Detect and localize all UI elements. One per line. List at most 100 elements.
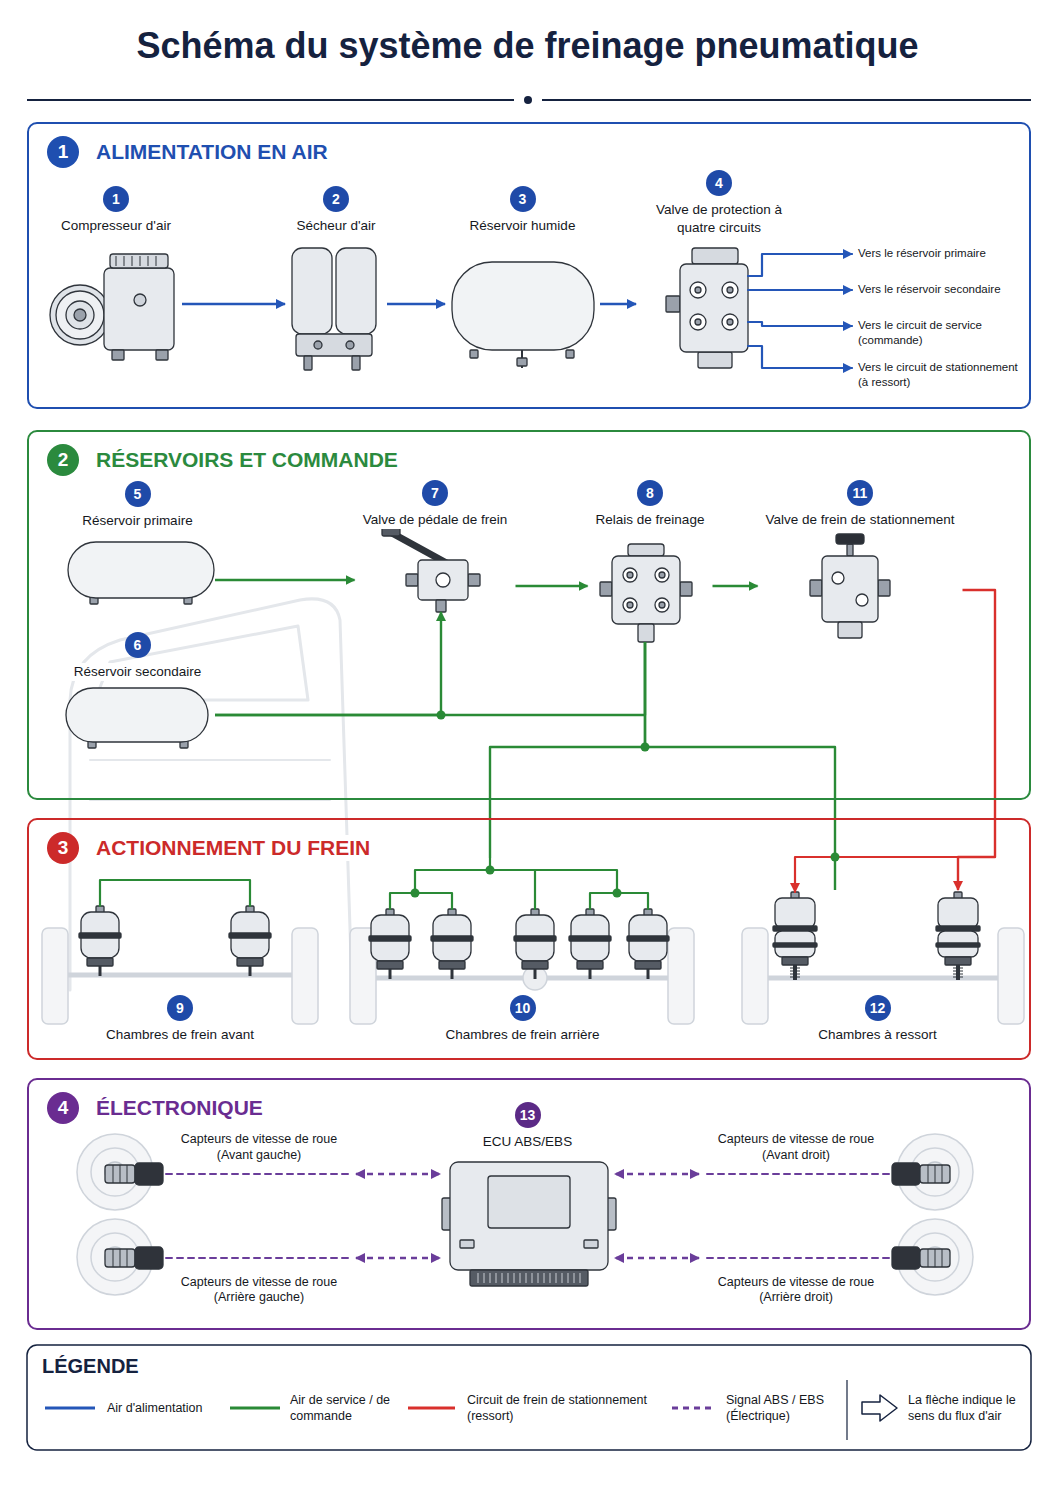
- legend-line-sample: [45, 1407, 95, 1410]
- connector-pin: [562, 1273, 563, 1283]
- rod-thread: [790, 974, 800, 975]
- brake-chamber: [229, 906, 271, 976]
- outlet-label: Vers le réservoir secondaire: [858, 282, 1028, 297]
- supply-outlet-arrow: [748, 254, 852, 276]
- chamber-mount: [237, 958, 263, 966]
- side-port: [468, 574, 480, 586]
- callout-number: 1: [103, 186, 129, 212]
- connector-pin: [520, 1273, 521, 1283]
- callout-number: 5: [125, 481, 151, 507]
- legend-text: Signal ABS / EBS (Électrique): [726, 1383, 838, 1433]
- component-label: Réservoir secondaire: [72, 663, 204, 681]
- secondary-tank: [66, 688, 208, 742]
- outlet-label: Vers le circuit de service (commande): [858, 318, 1028, 348]
- cooling-fin: [116, 256, 117, 266]
- compressor-head: [110, 254, 168, 268]
- valve-body: [418, 560, 468, 600]
- legend-text: Air de service / de commande: [290, 1383, 394, 1433]
- sensor-block: Capteurs de vitesse de roue (Avant gauch…: [69, 1128, 356, 1205]
- air-line-connector: [615, 1173, 699, 1175]
- legend-text: Air d'alimentation: [107, 1383, 225, 1433]
- connector-pin: [574, 1273, 575, 1283]
- chamber-clamp: [936, 943, 980, 947]
- component-block: 9Chambres de frein avant: [60, 870, 300, 1048]
- sensor-tip: [920, 1165, 950, 1183]
- air-dryer-drawing: [292, 248, 376, 370]
- park-valve-drawing: [810, 534, 890, 638]
- park-bottom: [838, 622, 862, 638]
- pulley-shaft: [74, 309, 86, 321]
- chamber-mount: [87, 958, 113, 966]
- section-heading: ÉLECTRONIQUE: [93, 1095, 266, 1121]
- relay-cap: [628, 544, 664, 556]
- outlet-port: [690, 282, 706, 298]
- component-block: 8Relais de freinage: [588, 476, 713, 642]
- cooling-fin: [148, 256, 149, 266]
- mount-foot: [112, 350, 124, 360]
- outlet-port: [722, 314, 738, 330]
- brake-chamber: [514, 909, 556, 979]
- title-dot: [524, 96, 532, 104]
- component-block: 3Réservoir humide: [445, 182, 600, 372]
- component-label: Réservoir humide: [468, 217, 578, 235]
- disc-hub: [925, 1247, 945, 1267]
- valve-cap: [692, 248, 738, 264]
- component-label: Sécheur d'air: [294, 217, 377, 235]
- pulley-hub: [66, 301, 94, 329]
- sensor-block: Capteurs de vitesse de roue (Arrière gau…: [69, 1218, 356, 1310]
- ecu-indicator: [460, 1240, 474, 1248]
- wheel: [742, 928, 768, 1024]
- sensor-ridge: [120, 1165, 121, 1183]
- side-port: [810, 580, 822, 596]
- sensor-ridge: [120, 1249, 121, 1267]
- component-label: Valve de frein de stationnement: [764, 511, 957, 529]
- component-label: ECU ABS/EBS: [481, 1133, 574, 1151]
- pulley-groove: [56, 291, 104, 339]
- rod-thread: [790, 977, 800, 978]
- component-block: 12Chambres à ressort: [755, 890, 1000, 1048]
- rear-distribution: [390, 858, 648, 909]
- fitting: [352, 356, 360, 370]
- ecu-connector: [470, 1270, 588, 1286]
- outlet-port-core: [695, 287, 701, 293]
- sensor-tip: [105, 1249, 135, 1267]
- junction-dot: [613, 889, 622, 898]
- cooling-fin: [132, 256, 133, 266]
- legend-sample: [230, 1408, 280, 1409]
- push-rod: [249, 966, 252, 976]
- component-block: 4Valve de protection à quatre circuits: [636, 166, 802, 372]
- disc-ring: [91, 1233, 139, 1281]
- air-line-connector: [387, 303, 445, 305]
- connector-pin: [484, 1273, 485, 1283]
- connector-pin: [568, 1273, 569, 1283]
- component-label: Chambres de frein avant: [104, 1026, 256, 1044]
- relay-port: [655, 568, 669, 582]
- disc-hub: [925, 1162, 945, 1182]
- callout-number: 7: [422, 480, 448, 506]
- port: [134, 294, 146, 306]
- component-block: 7Valve de pédale de frein: [355, 476, 516, 612]
- mount-foot: [156, 350, 168, 360]
- air-line-connector: [516, 585, 588, 587]
- reservoir-drawings: [66, 542, 214, 748]
- junction-dot: [486, 866, 495, 875]
- wet-tank-drawing: [452, 262, 594, 368]
- chamber-clamp: [369, 936, 411, 941]
- outlet-port-core: [695, 319, 701, 325]
- legend-sample: [862, 1395, 897, 1421]
- sensor-tip: [920, 1249, 950, 1267]
- relay-valve-drawing: [600, 544, 692, 642]
- connector-pin: [490, 1273, 491, 1283]
- chamber-clamp: [773, 943, 817, 947]
- push-rod: [451, 969, 454, 979]
- component-label: Réservoir primaire: [80, 512, 194, 530]
- park-body: [822, 556, 878, 622]
- dryer-cartridge: [292, 248, 332, 334]
- brake-chamber: [431, 909, 473, 979]
- connector-pin: [526, 1273, 527, 1283]
- chamber-mount: [522, 961, 548, 969]
- relay-port-core: [659, 602, 665, 608]
- section-number: 2: [47, 444, 79, 476]
- air-line-connector: [215, 612, 441, 715]
